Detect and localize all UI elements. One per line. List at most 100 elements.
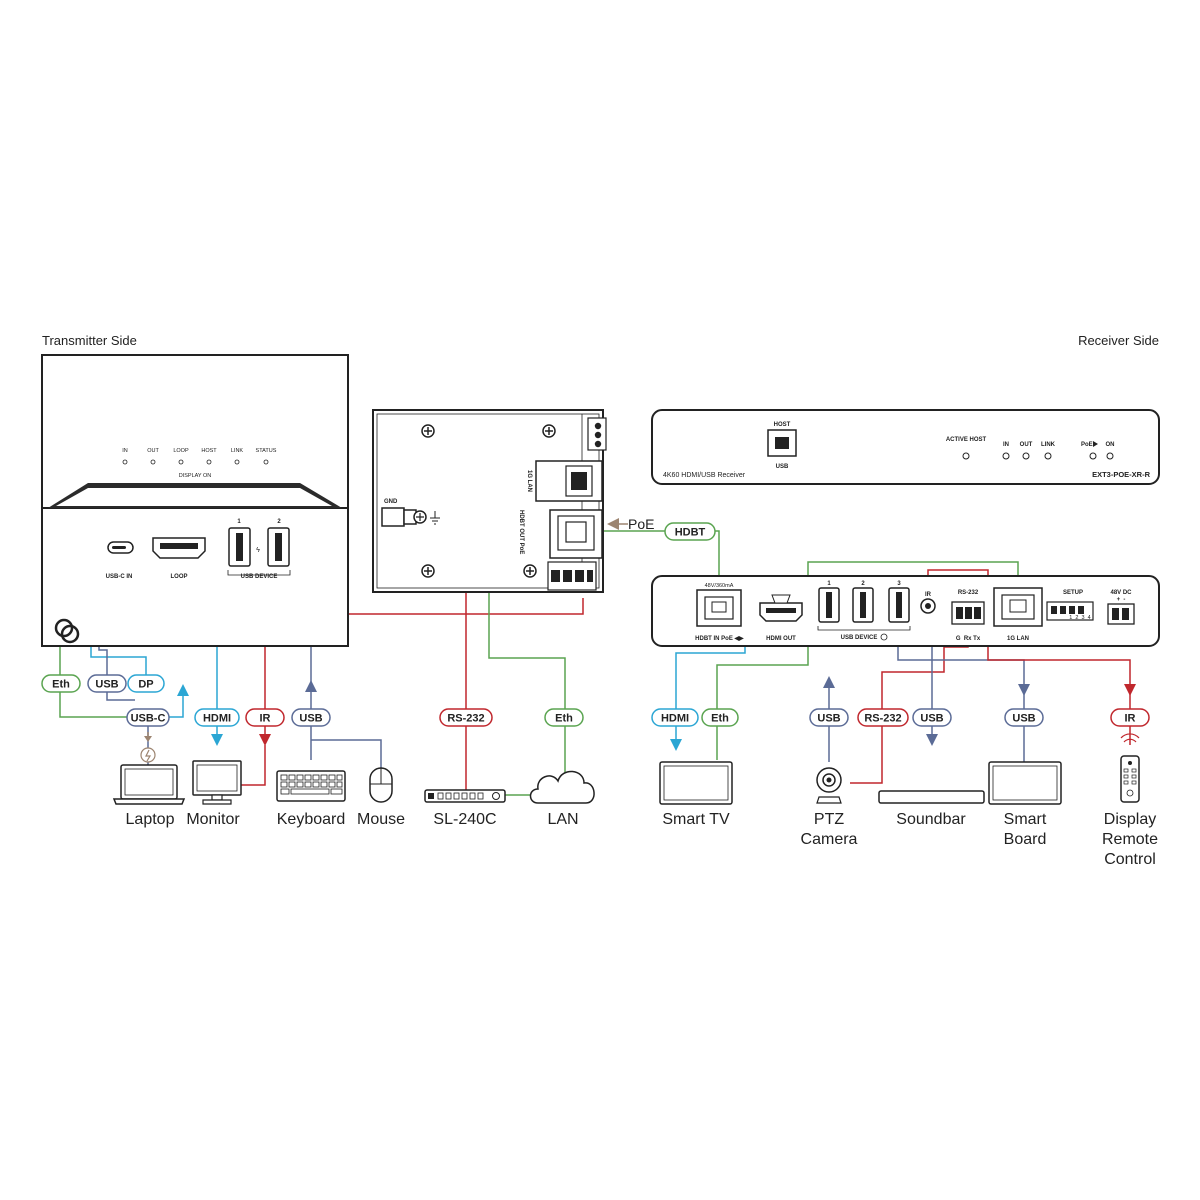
- led-label: OUT: [147, 448, 159, 454]
- led-label: HOST: [201, 448, 217, 454]
- laptop-label: Laptop: [126, 811, 175, 828]
- smart-board-label-line2: Board: [1004, 831, 1047, 848]
- usb-port-number: 1: [237, 519, 241, 525]
- smart-board-icon: [988, 761, 1062, 805]
- display-on-label: DISPLAY ON: [179, 473, 212, 479]
- pill-hdmi: HDMI: [194, 708, 240, 727]
- led-indicator: [1106, 452, 1114, 460]
- pill-eth: Eth: [544, 708, 584, 727]
- usb-port-number: 1: [827, 581, 831, 587]
- usb-port-number: 2: [861, 581, 865, 587]
- pill-label: Eth: [52, 679, 70, 691]
- hdbt-in-label: HDBT IN PoE: [695, 636, 733, 642]
- poe-arrow-icon: [1093, 441, 1098, 447]
- model-name: EXT3-POE-XR-R: [1092, 470, 1151, 479]
- led-indicator: [206, 459, 212, 465]
- 1g-lan-label: 1G LAN: [526, 470, 532, 492]
- gnd-label: GND: [384, 499, 398, 505]
- monitor-icon: [192, 760, 242, 805]
- screw-icon: [421, 424, 435, 438]
- loop-label: LOOP: [170, 574, 187, 580]
- usb-label: USB: [776, 464, 789, 470]
- rs232-pins-label: G Rx Tx: [956, 636, 981, 642]
- receiver-side-label: Receiver Side: [1078, 333, 1159, 348]
- ptz-camera-label-line2: Camera: [801, 831, 858, 848]
- setup-numbers: 1 2 3 4: [1069, 615, 1090, 621]
- setup-label: SETUP: [1063, 590, 1083, 596]
- mouse-icon: [369, 767, 393, 803]
- sl240c-label: SL-240C: [433, 811, 496, 828]
- screw-icon: [523, 564, 537, 578]
- 1g-lan-label: 1G LAN: [1007, 636, 1029, 642]
- pill-label: Eth: [555, 713, 573, 725]
- keyboard-label: Keyboard: [277, 811, 346, 828]
- led-label: LOOP: [173, 448, 189, 454]
- pill-ir: IR: [1110, 708, 1150, 727]
- kramer-logo-icon: [54, 618, 80, 644]
- led-label: LINK: [231, 448, 244, 454]
- cable-labels: Eth USB DP USB-C HDMI IR USB RS-232: [41, 522, 1150, 727]
- pill-label: RS-232: [447, 713, 484, 725]
- pill-ir: IR: [245, 708, 285, 727]
- pill-label: USB: [299, 713, 322, 725]
- led-label: LINK: [1041, 442, 1056, 448]
- pill-hdmi: HDMI: [651, 708, 699, 727]
- mouse-label: Mouse: [357, 811, 405, 828]
- receiver-rear-device: 48V/360mA HDBT IN PoE ◀▶ HDMI OUT 1 2 3 …: [651, 575, 1160, 647]
- pill-dp: DP: [127, 674, 165, 693]
- bidir-arrow-icon: ◀▶: [733, 635, 744, 642]
- remote-label-line1: Display: [1104, 811, 1156, 828]
- pill-eth: Eth: [41, 674, 81, 693]
- led-label: OUT: [1020, 442, 1033, 448]
- pill-label: USB: [920, 713, 943, 725]
- soundbar-label: Soundbar: [896, 811, 966, 828]
- laptop-icon: [112, 764, 186, 805]
- transmitter-side-label: Transmitter Side: [42, 333, 137, 348]
- dc-label: 48V DC: [1110, 590, 1132, 596]
- pill-label: USB: [817, 713, 840, 725]
- ptz-camera-icon: [816, 767, 842, 804]
- pill-label: USB-C: [131, 713, 166, 725]
- led-indicator: [1002, 452, 1010, 460]
- lan-label: LAN: [547, 811, 578, 828]
- pill-label: Eth: [711, 713, 729, 725]
- poe-label: PoE: [628, 516, 654, 532]
- dip-switch-block: [1046, 601, 1094, 621]
- power-spec-label: 48V/360mA: [705, 583, 734, 589]
- monitor-label: Monitor: [186, 811, 240, 828]
- led-indicator: [1022, 452, 1030, 460]
- pill-label: RS-232: [864, 713, 901, 725]
- pill-usb: USB: [912, 708, 952, 727]
- pill-label: HDMI: [661, 713, 689, 725]
- rs232-label: RS-232: [958, 590, 979, 596]
- transmitter-led-row: IN OUT LOOP HOST LINK STATUS DISPLAY ON: [122, 448, 277, 479]
- led-label: IN: [122, 448, 128, 454]
- usb-port-number: 2: [277, 519, 281, 525]
- usb-device-label: USB DEVICE: [241, 574, 278, 580]
- hdbt-out-label: HDBT OUT PoE: [518, 510, 524, 554]
- usbc-in-label: USB-C IN: [106, 574, 133, 580]
- on-led-label: ON: [1106, 442, 1115, 448]
- led-indicator: [234, 459, 240, 465]
- pill-usbc: USB-C: [126, 708, 170, 727]
- soundbar-icon: [878, 790, 985, 804]
- power-icon: [880, 633, 888, 641]
- pill-rs232: RS-232: [439, 708, 493, 727]
- dc-terminal: [1107, 603, 1135, 625]
- product-description: 4K60 HDMI/USB Receiver: [663, 472, 746, 479]
- transmitter-device: IN OUT LOOP HOST LINK STATUS DISPLAY ON …: [41, 354, 349, 647]
- led-indicator: [178, 459, 184, 465]
- pill-hdbt: HDBT: [664, 522, 716, 541]
- pill-label: HDBT: [675, 527, 706, 539]
- usb-port-number: 3: [897, 581, 901, 587]
- led-indicator: [150, 459, 156, 465]
- smart-board-label-line1: Smart: [1004, 811, 1047, 828]
- gnd-terminal: [381, 507, 405, 527]
- host-label: HOST: [774, 422, 791, 428]
- led-indicator: [122, 459, 128, 465]
- pill-rs232: RS-232: [857, 708, 909, 727]
- pill-label: USB: [95, 679, 118, 691]
- active-host-label: ACTIVE HOST: [946, 437, 987, 443]
- pill-label: HDMI: [203, 713, 231, 725]
- remote-control-icon: [1120, 733, 1140, 803]
